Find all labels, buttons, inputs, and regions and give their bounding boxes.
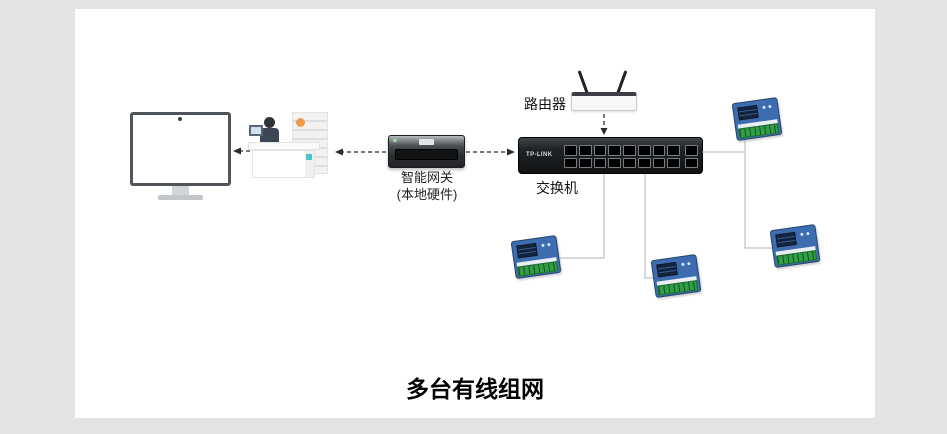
switch-port xyxy=(637,145,651,156)
controller-node-1 xyxy=(731,96,783,142)
switch-port xyxy=(652,157,666,168)
gateway-top-plate xyxy=(419,139,434,145)
controller-node-4 xyxy=(769,223,821,269)
switch-label: 交换机 xyxy=(536,180,578,196)
monitor-screen xyxy=(130,112,231,186)
gateway-label: 智能网关 (本地硬件) xyxy=(383,170,471,204)
switch-port xyxy=(593,145,607,156)
monitor-base xyxy=(158,195,203,200)
switch-port xyxy=(667,145,680,156)
controller-led xyxy=(800,232,804,237)
switch-port xyxy=(578,157,592,168)
controller-screen xyxy=(516,242,538,259)
switch-port xyxy=(564,145,577,156)
diagram-canvas xyxy=(75,9,875,418)
switch-port xyxy=(667,157,680,168)
gateway-led xyxy=(393,139,397,142)
gateway-front-slot xyxy=(395,149,458,160)
controller-screen xyxy=(656,261,678,278)
person-head xyxy=(264,117,275,128)
switch-port xyxy=(608,145,621,156)
switch-brand-label: TP-LINK xyxy=(526,152,553,158)
switch-port xyxy=(685,145,698,156)
controller-led xyxy=(541,243,545,248)
controller-led xyxy=(762,105,766,110)
monitor-stand xyxy=(172,186,189,195)
switch-port-grid xyxy=(564,145,680,168)
controller-node-2 xyxy=(510,234,562,280)
counter-top xyxy=(248,142,320,150)
controller-led xyxy=(768,104,772,109)
switch-port xyxy=(637,157,651,168)
monitor-node xyxy=(130,112,231,202)
controller-led xyxy=(681,262,685,267)
controller-led xyxy=(806,231,810,236)
controller-screen xyxy=(737,104,759,121)
switch-port xyxy=(652,145,666,156)
router-label: 路由器 xyxy=(524,96,566,112)
teal-accent-dot xyxy=(306,154,312,160)
controller-screen xyxy=(775,231,797,248)
switch-port xyxy=(608,157,621,168)
counter-front xyxy=(252,150,315,178)
workstation-node xyxy=(248,110,334,182)
switch-port xyxy=(593,157,607,168)
controller-led xyxy=(547,242,551,247)
controller-led xyxy=(687,261,691,266)
gateway-label-name: 智能网关 xyxy=(400,170,453,185)
switch-node: TP-LINK xyxy=(518,137,703,174)
switch-port xyxy=(623,145,636,156)
orange-lamp-dot xyxy=(296,118,305,127)
monitor-camera-dot xyxy=(178,117,182,121)
switch-port xyxy=(685,157,698,168)
diagram-title: 多台有线组网 xyxy=(406,376,544,402)
desk-monitor xyxy=(249,125,263,136)
gateway-node xyxy=(388,135,465,168)
router-node xyxy=(571,92,637,111)
switch-port xyxy=(623,157,636,168)
person-body xyxy=(260,128,279,142)
switch-port xyxy=(578,145,592,156)
switch-uplink-ports xyxy=(685,145,698,168)
switch-port xyxy=(564,157,577,168)
controller-node-3 xyxy=(650,253,702,299)
gateway-label-sub: (本地硬件) xyxy=(396,186,458,202)
